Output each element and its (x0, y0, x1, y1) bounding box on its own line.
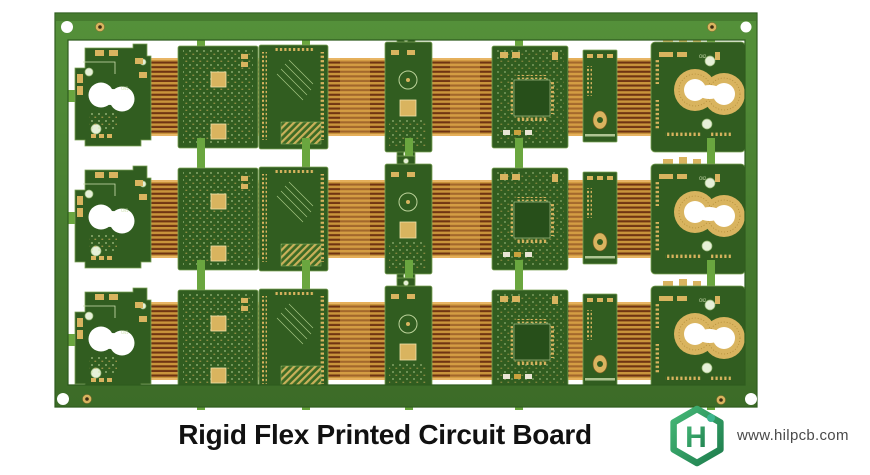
image-caption: Rigid Flex Printed Circuit Board (178, 419, 592, 450)
frame-top-shade (56, 14, 756, 21)
hilpcb-logo: H (670, 405, 724, 467)
tooling-holes (57, 21, 757, 405)
fiducial-holes (82, 22, 726, 405)
logo-hexagon-icon (670, 405, 724, 467)
panel-frame (54, 12, 758, 408)
website-url: www.hilpcb.com (737, 427, 849, 444)
logo-i-dot-icon (707, 414, 715, 422)
logo-monogram: H (685, 421, 707, 454)
